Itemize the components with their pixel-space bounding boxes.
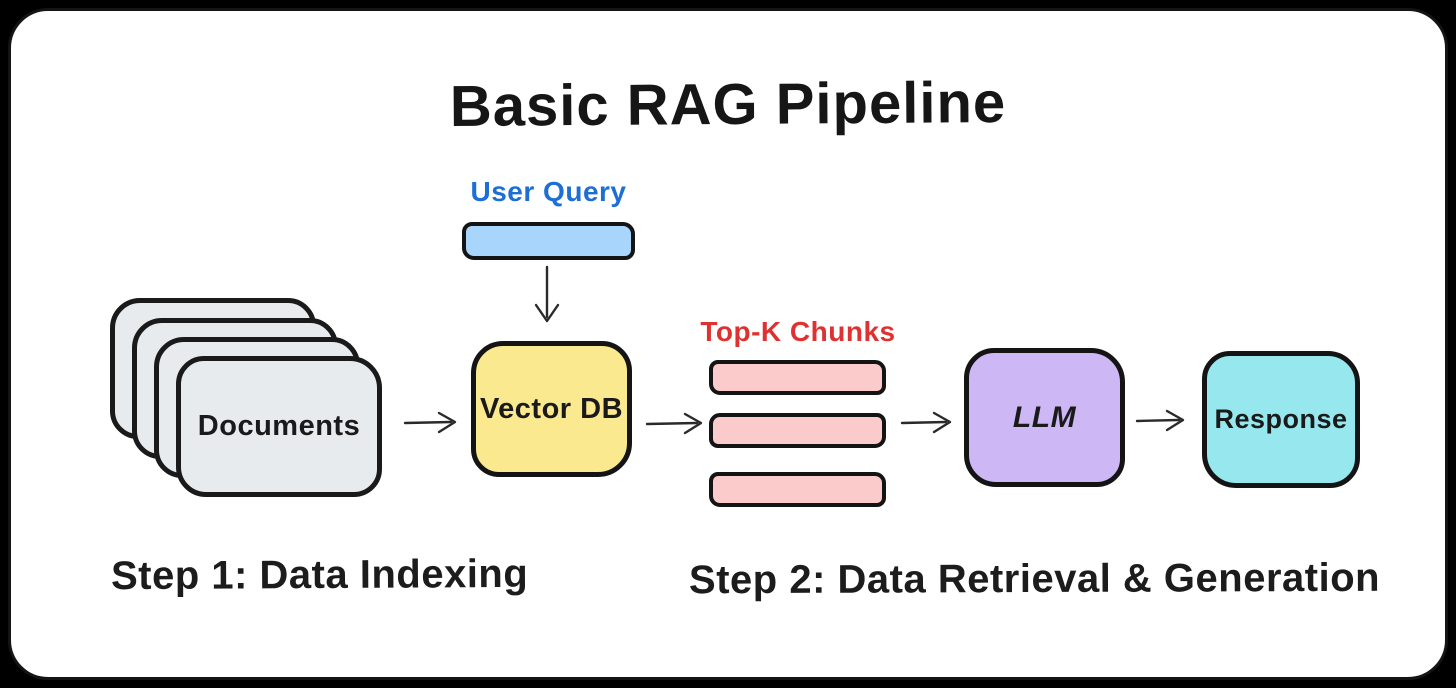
- diagram-title: Basic RAG Pipeline: [449, 70, 1007, 139]
- user-query-node: [462, 222, 635, 260]
- step1-caption: Step 1: Data Indexing: [110, 551, 529, 599]
- response-node: Response: [1202, 351, 1360, 488]
- documents-label: Documents: [197, 410, 361, 442]
- vector-db-node: Vector DB: [471, 341, 632, 477]
- document-card: Documents: [176, 356, 382, 497]
- arrow-right-icon: [403, 408, 459, 438]
- top-k-chunks-label: Top-K Chunks: [700, 316, 896, 347]
- rag-pipeline-diagram: Basic RAG Pipeline User Query Documents: [11, 11, 1445, 677]
- vector-db-label: Vector DB: [479, 392, 624, 425]
- llm-node: LLM: [964, 348, 1125, 487]
- arrow-right-icon: [645, 409, 705, 439]
- arrow-right-icon: [900, 408, 954, 438]
- arrow-right-icon: [1135, 406, 1187, 436]
- response-label: Response: [1214, 404, 1348, 434]
- chunk-bar: [709, 413, 886, 448]
- step2-caption: Step 2: Data Retrieval & Generation: [688, 555, 1381, 603]
- chunk-bar: [709, 472, 886, 507]
- documents-node: Documents: [110, 298, 383, 498]
- llm-label: LLM: [1012, 400, 1077, 434]
- chunk-bar: [709, 360, 886, 395]
- user-query-label: User Query: [470, 176, 627, 207]
- arrow-down-icon: [529, 265, 565, 325]
- diagram-canvas: Basic RAG Pipeline User Query Documents: [8, 8, 1448, 680]
